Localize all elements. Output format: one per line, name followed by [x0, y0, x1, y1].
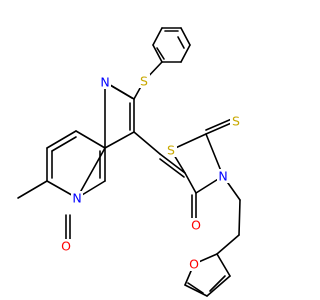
atom-label-layer: N N N O O O S S [60, 74, 242, 272]
bond-17 [17, 180, 48, 199]
atom-o2: O [190, 218, 202, 233]
atom-s1: S [138, 74, 150, 89]
svg-text:O: O [61, 239, 71, 254]
bond-44 [238, 199, 241, 236]
molecule-structure: N N N O O O S S [17, 27, 242, 297]
bond-48 [184, 284, 208, 297]
bond-4 [75, 130, 106, 149]
bond-40 [205, 117, 235, 131]
bond-3 [46, 130, 77, 149]
bond-32 [159, 153, 186, 174]
bond-23 [180, 44, 191, 63]
bond-45 [216, 234, 240, 255]
bond-layer [17, 27, 241, 297]
bond-15 [109, 84, 133, 99]
atom-n1: N [99, 75, 111, 90]
bond-49 [206, 275, 231, 297]
bond-38 [184, 172, 197, 194]
atom-o3: O [188, 257, 200, 272]
bond-24 [180, 27, 191, 46]
bond-33 [159, 158, 185, 178]
bond-13 [104, 131, 135, 149]
svg-text:O: O [189, 257, 199, 272]
atom-o1: O [60, 239, 72, 254]
svg-text:S: S [232, 114, 240, 129]
svg-text:O: O [191, 218, 201, 233]
atom-s3: S [230, 114, 242, 129]
svg-text:N: N [72, 191, 81, 206]
bond-52 [187, 282, 204, 294]
svg-text:N: N [100, 75, 109, 90]
bond-14 [76, 147, 106, 199]
bond-27 [152, 44, 163, 63]
bond-26 [152, 27, 163, 46]
bond-51 [209, 275, 226, 292]
bond-31 [133, 131, 161, 155]
bond-8 [51, 136, 77, 152]
bond-30 [156, 47, 165, 60]
atom-n3: N [217, 169, 229, 184]
atom-n2: N [71, 191, 83, 206]
svg-text:S: S [140, 74, 148, 89]
svg-text:N: N [218, 169, 227, 184]
bond-50 [216, 253, 231, 277]
bond-28 [177, 36, 185, 49]
svg-text:S: S [167, 143, 175, 158]
atom-s2: S [165, 143, 177, 158]
